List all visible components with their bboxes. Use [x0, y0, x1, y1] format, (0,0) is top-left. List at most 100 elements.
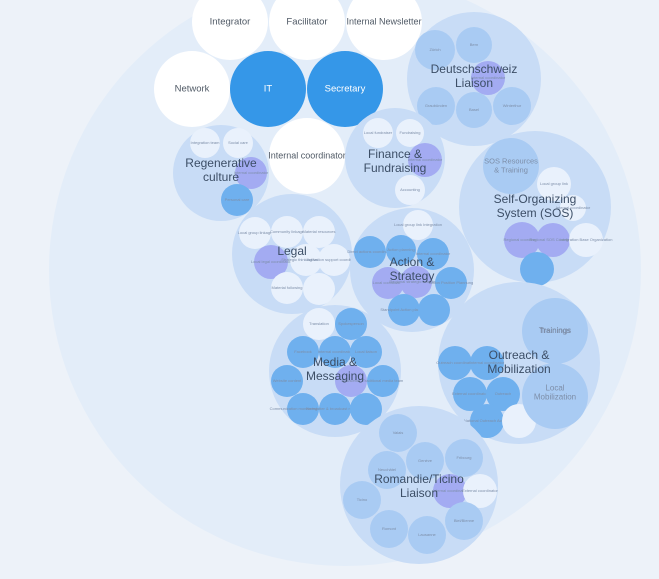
group-romandie-child[interactable]: Neuchâtel	[368, 451, 406, 489]
group-deutschschweiz-child[interactable]: Graubünden	[417, 87, 455, 125]
group-legal-child[interactable]	[303, 273, 335, 305]
group-deutschschweiz-child[interactable]: Winterthur	[493, 87, 531, 125]
group-romandie-child[interactable]: Fribourg	[445, 439, 483, 477]
group-action-child[interactable]: Local group link Integration	[394, 210, 442, 240]
group-outreach-child-circle[interactable]	[486, 377, 520, 411]
group-finance-child-circle[interactable]	[363, 118, 393, 148]
group-regenerative-child-circle[interactable]	[235, 157, 267, 189]
group-action-child-circle[interactable]	[403, 210, 433, 240]
group-media-child[interactable]: Communication monitoring & strategy	[270, 393, 337, 425]
group-sos-child[interactable]: SOS Resources& Training	[483, 138, 539, 194]
group-legal-child-circle[interactable]	[271, 272, 303, 304]
group-romandie-child[interactable]: Internal coordinator	[433, 474, 468, 508]
group-media-child-circle[interactable]	[287, 336, 319, 368]
group-romandie-child-circle[interactable]	[379, 414, 417, 452]
group-romandie-child[interactable]: Valais	[379, 414, 417, 452]
group-media-child[interactable]: Website content	[271, 365, 303, 397]
group-media-child[interactable]: Facebook	[287, 336, 319, 368]
group-media-child[interactable]: Spokesperson	[335, 308, 367, 340]
group-outreach-child-circle[interactable]	[470, 346, 504, 380]
group-action-child[interactable]: Standpoint Action planning	[380, 294, 428, 326]
group-romandie-child-circle[interactable]	[406, 442, 444, 480]
node-integrator[interactable]: Integrator	[192, 0, 268, 60]
group-sos-child[interactable]: Regional SOS Coordinator	[529, 223, 577, 257]
group-media-child[interactable]: Newsletter & broadcast research	[306, 393, 364, 425]
group-media-child[interactable]: Internal coordinator	[318, 336, 353, 368]
group-outreach-child[interactable]: Internal coordinator	[470, 346, 505, 380]
group-romandie-child-circle[interactable]	[368, 451, 406, 489]
group-romandie-child-circle[interactable]	[463, 474, 497, 508]
group-media-child-circle[interactable]	[350, 393, 382, 425]
group-action-child[interactable]: Local coordinator	[372, 267, 404, 299]
group-action-child[interactable]: Action Position Plannung	[429, 267, 473, 299]
group-legal-child-circle[interactable]	[303, 273, 335, 305]
group-media-child-circle[interactable]	[335, 308, 367, 340]
group-action-child-circle[interactable]	[372, 267, 404, 299]
node-facilitator[interactable]: Facilitator	[269, 0, 345, 60]
group-sos-child[interactable]: Internal coordinator	[556, 195, 591, 221]
group-sos-child[interactable]: Integration Base Organization	[560, 223, 613, 257]
group-media-child-circle[interactable]	[319, 393, 351, 425]
group-action-child-circle[interactable]	[388, 294, 420, 326]
group-action-child-circle[interactable]	[417, 238, 449, 270]
group-sos-child-circle[interactable]	[537, 167, 571, 201]
group-finance-child[interactable]: Internal coordinator	[408, 143, 443, 177]
group-regenerative-child-circle[interactable]	[190, 128, 220, 158]
group-romandie-child-circle[interactable]	[343, 481, 381, 519]
group-action-child[interactable]: Regional strategic coordinator	[389, 266, 443, 298]
group-legal-child[interactable]: Local legal coordinator	[251, 245, 292, 279]
group-media-child[interactable]: Traditional media team	[363, 365, 404, 397]
group-outreach-child[interactable]: Trainings	[522, 298, 588, 364]
group-outreach-child-circle[interactable]	[438, 346, 472, 380]
group-deutschschweiz-child-circle[interactable]	[456, 92, 492, 128]
group-romandie-child-circle[interactable]	[408, 516, 446, 554]
group-sos-child-circle[interactable]	[560, 195, 586, 221]
group-outreach-child-circle[interactable]	[453, 377, 487, 411]
group-deutschschweiz-child[interactable]: Internal coordinator	[471, 61, 506, 95]
group-legal-child[interactable]: Activation support coordination	[307, 244, 362, 276]
group-outreach-child[interactable]: External coordinator	[452, 377, 489, 411]
group-sos-child-circle[interactable]	[536, 223, 570, 257]
group-legal-child[interactable]: Local group linkage	[238, 217, 273, 249]
node-secretary[interactable]: Secretary	[307, 51, 383, 127]
group-legal-child-circle[interactable]	[239, 217, 271, 249]
group-media-child-circle[interactable]	[335, 365, 367, 397]
group-deutschschweiz-child-circle[interactable]	[456, 27, 492, 63]
group-media-child[interactable]: Local liaison	[350, 336, 382, 368]
group-romandie-child[interactable]: Biel/Bienne	[445, 502, 483, 540]
group-media-child-circle[interactable]	[350, 336, 382, 368]
node-network[interactable]: Network	[154, 51, 230, 127]
group-sos-child[interactable]: Regional coordinator	[504, 222, 542, 258]
group-regenerative-child-circle[interactable]	[223, 128, 253, 158]
group-outreach-child-circle[interactable]	[522, 363, 588, 429]
group-action-child-circle[interactable]	[386, 235, 416, 265]
group-sos-child-circle[interactable]	[520, 252, 554, 286]
group-sos-child-circle[interactable]	[569, 223, 603, 257]
group-action-child[interactable]: Internal coordinator	[416, 238, 451, 270]
group-regenerative-child[interactable]: Internal coordinator	[234, 157, 269, 189]
group-media-child[interactable]: Newsletter	[335, 365, 367, 397]
group-deutschschweiz-child-circle[interactable]	[417, 87, 455, 125]
group-finance-child-circle[interactable]	[395, 175, 425, 205]
group-media-child-circle[interactable]	[367, 365, 399, 397]
group-regenerative-child-circle[interactable]	[221, 184, 253, 216]
group-deutschschweiz-child-circle[interactable]	[415, 30, 455, 70]
group-sos-child[interactable]	[520, 252, 554, 286]
group-outreach-child-circle[interactable]	[470, 404, 504, 438]
node-internal-coordinator[interactable]: Internal coordinator	[268, 118, 346, 194]
group-deutschschweiz-child-circle[interactable]	[493, 87, 531, 125]
group-finance-child-circle[interactable]	[396, 119, 424, 147]
group-legal-child-circle[interactable]	[318, 244, 350, 276]
group-deutschschweiz-child-circle[interactable]	[471, 61, 505, 95]
group-action-child[interactable]: Action planning	[386, 235, 416, 265]
group-outreach-child[interactable]	[522, 363, 588, 429]
group-romandie-child[interactable]: Romont	[370, 510, 408, 548]
group-romandie-child-circle[interactable]	[445, 502, 483, 540]
group-finance-child[interactable]: Accounting	[395, 175, 425, 205]
